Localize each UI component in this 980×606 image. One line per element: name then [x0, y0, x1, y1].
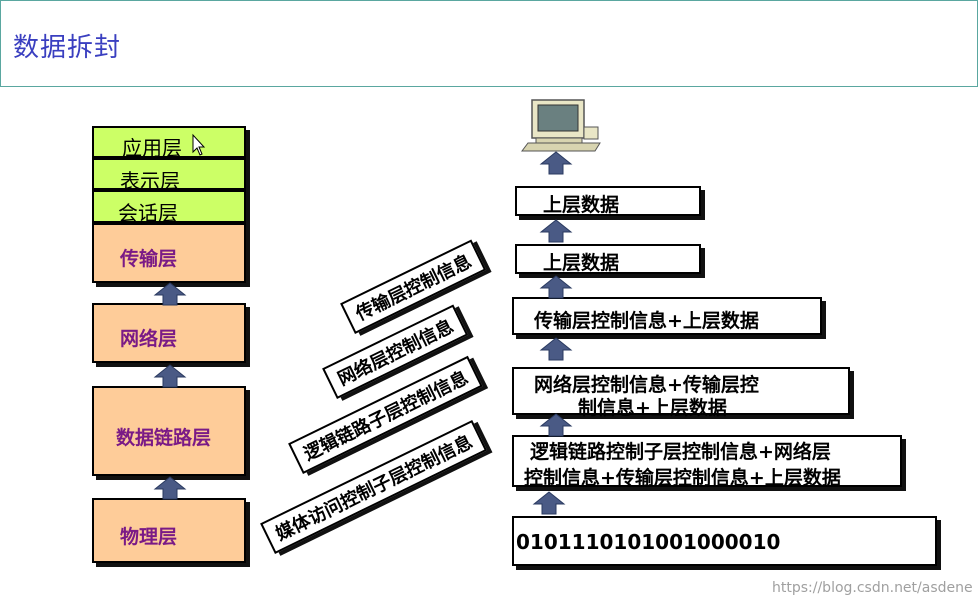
application-layer-box: 应用层	[92, 126, 246, 160]
right-arrow-3-icon	[540, 275, 572, 299]
transport-data-label: 传输层控制信息+上层数据	[534, 310, 759, 332]
right-arrow-6-icon	[533, 491, 565, 515]
left-arrow-1-icon	[154, 282, 186, 306]
computer-icon	[521, 99, 601, 152]
network-layer-label: 网络层	[120, 328, 178, 350]
left-arrow-2-icon	[154, 364, 186, 388]
application-layer-label: 应用层	[122, 136, 182, 160]
network-layer-box: 网络层	[92, 303, 246, 363]
transport-layer-box: 传输层	[92, 223, 246, 283]
physical-layer-box: 物理层	[92, 498, 246, 563]
right-arrow-2-icon	[540, 219, 572, 243]
side-label-transport: 传输层控制信息	[340, 239, 487, 334]
right-arrow-4-icon	[540, 337, 572, 361]
right-arrow-1-icon	[540, 151, 572, 175]
network-data-box: 网络层控制信息+传输层控 制信息+上层数据	[512, 367, 850, 419]
llc-data-box: 逻辑链路控制子层控制信息+网络层 控制信息+传输层控制信息+上层数据	[512, 435, 902, 489]
top-data-box: 上层数据	[515, 186, 701, 216]
datalink-layer-box: 数据链路层	[92, 386, 246, 476]
left-arrow-3-icon	[154, 476, 186, 500]
llc-data-line2: 控制信息+传输层控制信息+上层数据	[524, 467, 841, 489]
watermark: https://blog.csdn.net/asdene	[772, 580, 973, 596]
network-data-line2: 制信息+上层数据	[578, 397, 727, 419]
right-arrow-5-icon	[540, 413, 572, 437]
session-layer-box: 会话层	[92, 190, 246, 225]
upper-data-box: 上层数据	[515, 244, 701, 274]
llc-data-line1: 逻辑链路控制子层控制信息+网络层	[530, 441, 831, 463]
transport-layer-label: 传输层	[120, 248, 178, 270]
bits-box: 0101110101001000010	[512, 516, 937, 566]
physical-layer-label: 物理层	[120, 526, 178, 548]
session-layer-label: 会话层	[118, 201, 178, 225]
bits-label: 0101110101001000010	[516, 530, 781, 554]
presentation-layer-box: 表示层	[92, 158, 246, 193]
upper-data-label: 上层数据	[543, 252, 620, 274]
datalink-layer-label: 数据链路层	[116, 427, 212, 449]
network-data-line1: 网络层控制信息+传输层控	[534, 374, 759, 396]
transport-data-box: 传输层控制信息+上层数据	[512, 297, 822, 335]
page-title: 数据拆封	[13, 33, 122, 63]
top-data-label: 上层数据	[543, 194, 620, 216]
presentation-layer-label: 表示层	[120, 169, 180, 193]
title-bar: 数据拆封	[0, 0, 978, 87]
